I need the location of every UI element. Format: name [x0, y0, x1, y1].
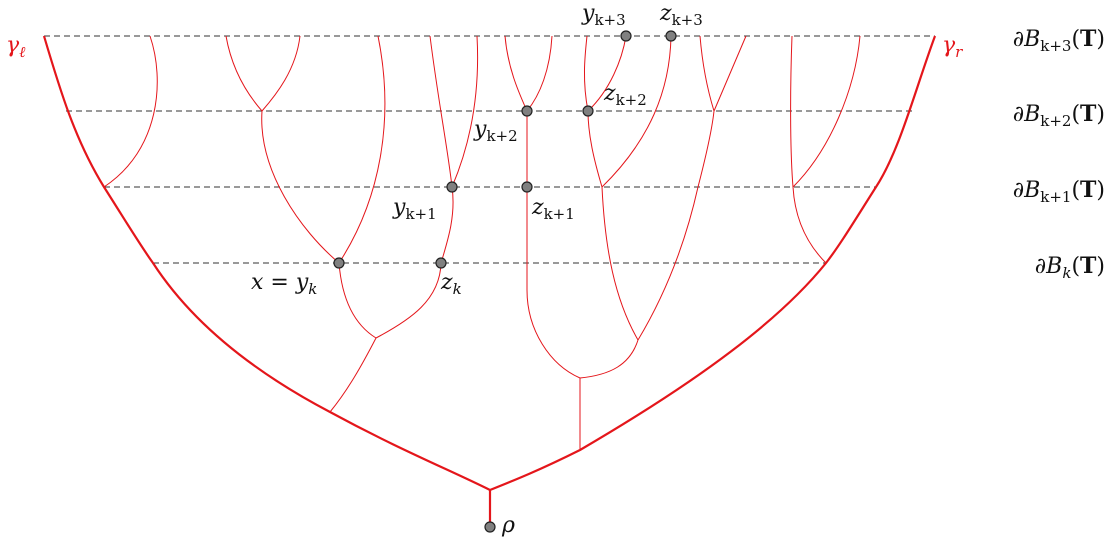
label-boundary-k2: ∂Bk+2(T)	[1013, 101, 1105, 130]
vertex-x-yk	[333, 257, 345, 269]
label-z-k: zk	[440, 270, 462, 298]
label-y-k2: yk+2	[473, 117, 518, 145]
label-y-k3: yk+3	[581, 1, 626, 29]
branch	[579, 339, 639, 379]
branch	[790, 35, 794, 188]
branch	[587, 110, 603, 188]
branch	[601, 186, 639, 341]
branch	[429, 35, 453, 188]
boundary-paths	[42, 35, 937, 527]
label-gamma-right: γr	[942, 33, 963, 61]
branch	[451, 35, 479, 188]
right-boundary-path	[489, 35, 937, 492]
marked-vertices	[333, 30, 677, 533]
branch	[587, 35, 627, 112]
branch	[583, 35, 589, 112]
branch	[440, 186, 454, 264]
label-boundary-k1: ∂Bk+1(T)	[1013, 177, 1105, 206]
label-rho: ρ	[501, 513, 515, 538]
branch	[261, 35, 301, 112]
branch	[504, 35, 528, 112]
vertex-z-k	[435, 257, 447, 269]
branch	[225, 35, 263, 112]
vertex-y-k3	[620, 30, 632, 42]
branch	[375, 262, 442, 339]
vertex-z-k3	[665, 30, 677, 42]
vertex-z-k2	[582, 105, 594, 117]
vertex-y-k2	[521, 105, 533, 117]
level-lines	[44, 35, 935, 264]
branch	[329, 337, 377, 413]
vertex-root	[484, 521, 496, 533]
vertex-z-k1	[521, 181, 533, 193]
label-z-k3: zk+3	[659, 1, 703, 29]
label-x-yk: x = yk	[251, 270, 317, 298]
label-y-k1: yk+1	[392, 195, 437, 223]
label-z-k1: zk+1	[531, 195, 575, 223]
branch	[792, 35, 861, 188]
label-gamma-left: γℓ	[6, 33, 25, 61]
branch	[261, 110, 340, 264]
branch	[526, 187, 581, 379]
branch	[526, 35, 553, 112]
branch	[338, 35, 386, 264]
branch	[601, 35, 672, 188]
branch	[713, 35, 747, 112]
branch	[697, 110, 715, 188]
branch	[103, 35, 158, 188]
label-z-k2: zk+2	[603, 81, 647, 109]
vertex-y-k1	[446, 181, 458, 193]
branch	[338, 262, 377, 339]
branch	[637, 186, 699, 341]
label-boundary-k3: ∂Bk+3(T)	[1013, 26, 1105, 55]
tree-branches	[103, 35, 861, 450]
left-boundary-path	[42, 35, 491, 491]
label-boundary-k: ∂Bk(T)	[1035, 253, 1105, 282]
branch	[699, 35, 715, 112]
branch	[792, 186, 827, 264]
